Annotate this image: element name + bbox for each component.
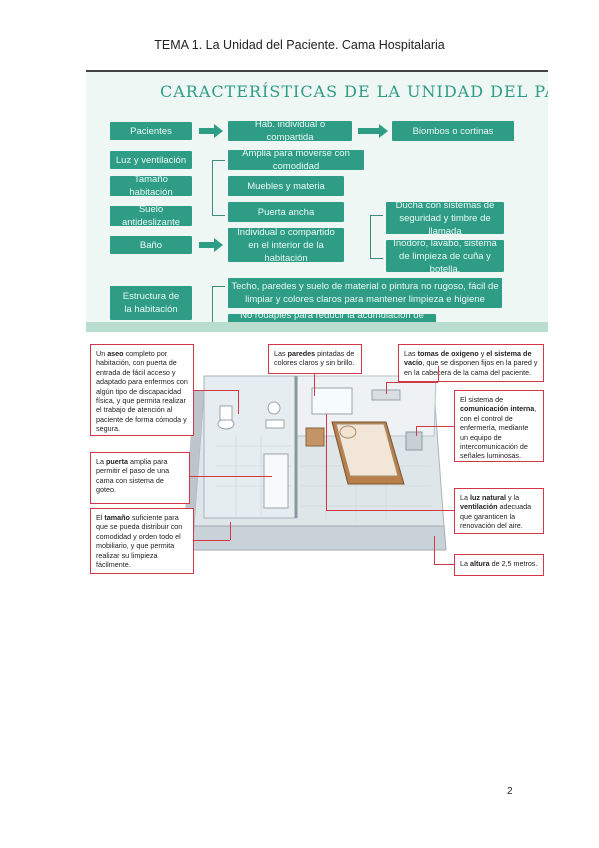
- leader-line: [438, 366, 439, 382]
- toilet-tank: [219, 405, 233, 421]
- sink: [265, 419, 285, 429]
- leader-line: [416, 426, 417, 436]
- window: [311, 387, 353, 415]
- page-header: TEMA 1. La Unidad del Paciente. Cama Hos…: [154, 38, 445, 52]
- divider: [86, 70, 548, 72]
- node-muebles: Muebles y materia: [228, 176, 344, 196]
- callout-luz: La luz natural y la ventilación adecuada…: [454, 488, 544, 534]
- node-inodoro: Inodoro, lavabo, sistema de limpieza de …: [386, 238, 504, 275]
- leader-line: [194, 390, 238, 391]
- arrow-shaft: [199, 242, 215, 248]
- arrow-shaft: [199, 128, 215, 134]
- page-number: 2: [507, 786, 513, 797]
- node-biombos: Biombos o cortinas: [392, 121, 514, 141]
- node-tamano-habitacion: Tamaño habitación: [110, 174, 192, 198]
- leader-line: [386, 382, 438, 383]
- leader-line: [190, 476, 272, 477]
- room-illustration: Un aseo completo por habitación, con pue…: [86, 334, 548, 594]
- mindmap-panel: CARACTERÍSTICAS DE LA UNIDAD DEL PACIENT…: [86, 70, 548, 332]
- node-ducha: Ducha con sistemas de seguridad y timbre…: [386, 200, 504, 237]
- node-suelo: Suelo antideslizante: [110, 204, 192, 228]
- brace: [212, 286, 225, 326]
- leader-line: [314, 374, 315, 396]
- arrow-head: [379, 124, 388, 138]
- leader-line: [326, 510, 454, 511]
- mirror: [267, 401, 281, 415]
- node-hab-individual: Hab. individual o compartida: [228, 119, 352, 143]
- callout-puerta: La puerta amplia para permitir el paso d…: [90, 452, 190, 504]
- chair: [405, 431, 423, 451]
- leader-line: [230, 522, 231, 540]
- node-techo-paredes: Techo, paredes y suelo de material o pin…: [228, 278, 502, 308]
- arrow-head: [214, 238, 223, 252]
- callout-tomas: Las tomas de oxígeno y el sistema de vac…: [398, 344, 544, 382]
- leader-line: [416, 426, 454, 427]
- room-drawing: [184, 375, 447, 551]
- node-pacientes: Pacientes: [110, 122, 192, 140]
- mindmap-title: CARACTERÍSTICAS DE LA UNIDAD DEL PACIENT…: [160, 82, 548, 101]
- leader-line: [434, 564, 454, 565]
- node-bano: Baño: [110, 236, 192, 254]
- brace: [212, 160, 225, 216]
- callout-comunicacion: El sistema de comunicación interna, con …: [454, 390, 544, 462]
- callout-paredes: Las paredes pintadas de colores claros y…: [268, 344, 362, 374]
- arrow-head: [214, 124, 223, 138]
- node-puerta: Puerta ancha: [228, 202, 344, 222]
- node-bano-detail: Individual o compartido en el interior d…: [228, 227, 344, 264]
- callout-altura: La altura de 2,5 metros.: [454, 554, 544, 576]
- leader-line: [194, 540, 230, 541]
- node-amplia: Amplia para moverse con comodidad: [228, 148, 364, 172]
- bathroom-door: [263, 453, 289, 509]
- leader-line: [326, 414, 327, 510]
- leader-line: [434, 536, 435, 564]
- patient: [339, 425, 357, 439]
- node-estructura: Estructura de la habitación: [110, 286, 192, 320]
- arrow-shaft: [358, 128, 380, 134]
- callout-tamano: El tamaño suficiente para que se pueda d…: [90, 508, 194, 574]
- callout-aseo: Un aseo completo por habitación, con pue…: [90, 344, 194, 436]
- leader-line: [238, 390, 239, 414]
- node-luz-ventilacion: Luz y ventilación: [110, 151, 192, 169]
- leader-line: [386, 382, 387, 394]
- nightstand: [305, 427, 325, 447]
- panel-band: [86, 322, 548, 332]
- brace: [370, 215, 383, 259]
